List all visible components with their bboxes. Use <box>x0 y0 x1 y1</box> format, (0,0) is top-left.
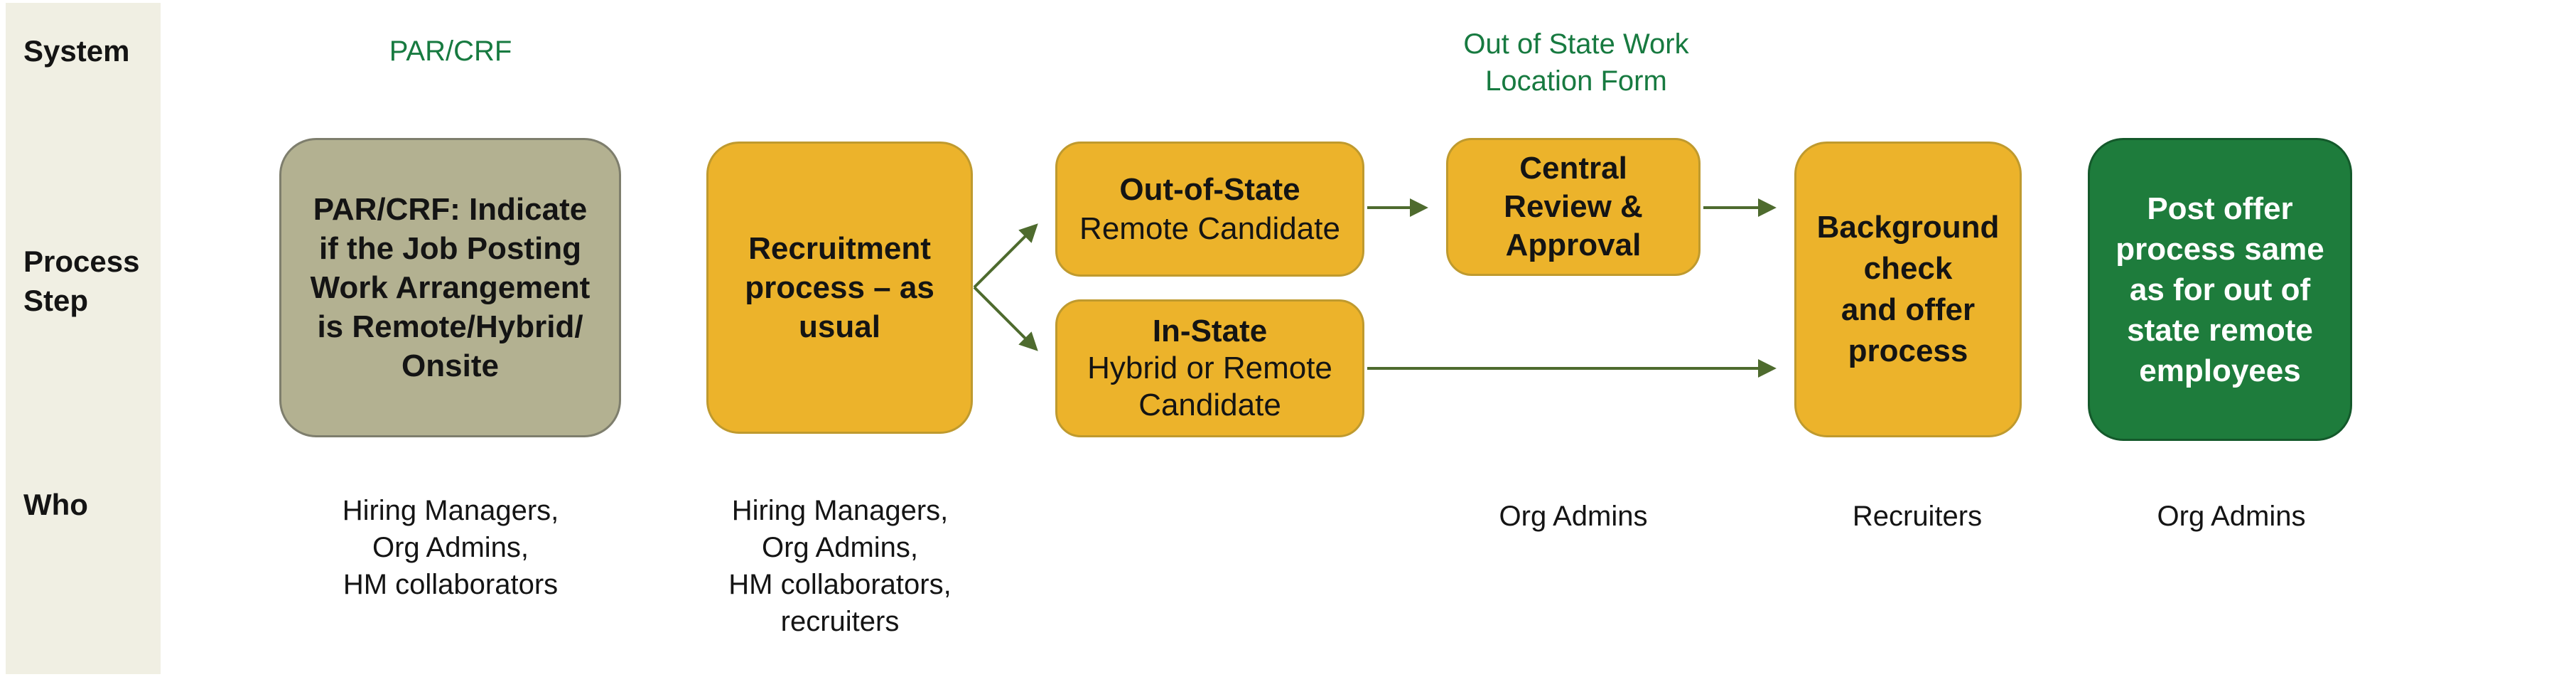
box-text-line: Onsite <box>402 348 499 383</box>
row-label-system: System <box>23 34 130 68</box>
who-line: Org Admins, <box>761 532 919 563</box>
box-text-line: Central <box>1519 151 1627 186</box>
box-text-line: process same <box>2116 231 2324 267</box>
box-text-line: process <box>1848 334 1968 368</box>
who-line: Hiring Managers, <box>731 495 949 526</box>
process-box-in-state: In-State Hybrid or Remote Candidate <box>1055 299 1364 437</box>
box-text-line: is Remote/Hybrid/ <box>317 309 583 344</box>
process-box-central-review: Central Review & Approval <box>1446 138 1701 276</box>
box-text-line: Approval <box>1505 228 1642 262</box>
who-line: Org Admins <box>2157 501 2306 532</box>
row-label-sidebar <box>6 3 161 674</box>
box-text-line: Post offer <box>2147 191 2293 226</box>
system-label-oos-line2: Location Form <box>1485 65 1667 97</box>
box-text-line: as for out of <box>2129 272 2311 307</box>
box-text-line: employees <box>2139 353 2301 388</box>
system-label-out-of-state-form: Out of State Work Location Form <box>1399 26 1754 100</box>
who-entry-central-review: Org Admins <box>1467 498 1680 535</box>
who-line: Hiring Managers, <box>342 495 559 526</box>
box-text-line: Candidate <box>1138 388 1281 422</box>
system-label-oos-line1: Out of State Work <box>1463 28 1689 60</box>
box-text-line: Recruitment <box>748 231 931 266</box>
box-text-line: if the Job Posting <box>318 231 582 266</box>
box-text-line: check <box>1863 251 1953 286</box>
who-line: HM collaborators, <box>728 569 952 600</box>
box-text-line: Remote Candidate <box>1079 211 1340 246</box>
who-line: Org Admins <box>1499 501 1648 532</box>
who-line: Org Admins, <box>372 532 529 563</box>
system-label-par-crf: PAR/CRF <box>389 36 512 67</box>
who-line: HM collaborators <box>343 569 559 600</box>
box-text-line: usual <box>799 309 880 344</box>
row-label-process-line2: Step <box>23 284 89 317</box>
arrow-recruitment-to-in-state <box>973 286 1038 351</box>
box-text-line: Out-of-State <box>1119 172 1300 207</box>
box-text-line: Review & <box>1504 189 1643 224</box>
box-text-line: Background <box>1816 210 2000 245</box>
box-text-line: state remote <box>2127 312 2313 348</box>
box-text-line: and offer <box>1841 292 1976 327</box>
box-text-line: Work Arrangement <box>310 270 591 305</box>
who-entry-background-check: Recruiters <box>1811 498 2024 535</box>
box-text-line: In-State <box>1152 314 1268 348</box>
box-text-line: process – as <box>745 270 934 305</box>
who-entry-par-crf: Hiring Managers, Org Admins, HM collabor… <box>273 492 628 603</box>
who-entry-post-offer: Org Admins <box>2125 498 2338 535</box>
process-box-background-check: Background check and offer process <box>1794 142 2022 437</box>
row-label-process-step: Process Step <box>23 242 139 320</box>
box-text-line: PAR/CRF: Indicate <box>313 192 588 227</box>
row-label-who: Who <box>23 488 88 521</box>
process-box-par-crf-indicate: PAR/CRF: Indicate if the Job Posting Wor… <box>279 138 621 437</box>
who-line: recruiters <box>780 606 900 637</box>
row-label-process-line1: Process <box>23 245 140 278</box>
who-line: Recruiters <box>1852 501 1983 532</box>
box-text-line: Hybrid or Remote <box>1087 351 1332 385</box>
process-box-out-of-state: Out-of-State Remote Candidate <box>1055 142 1364 277</box>
process-box-post-offer: Post offer process same as for out of st… <box>2088 138 2352 441</box>
process-box-recruitment: Recruitment process – as usual <box>706 142 973 434</box>
arrow-recruitment-to-out-of-state <box>973 223 1038 289</box>
who-entry-recruitment: Hiring Managers, Org Admins, HM collabor… <box>662 492 1018 640</box>
